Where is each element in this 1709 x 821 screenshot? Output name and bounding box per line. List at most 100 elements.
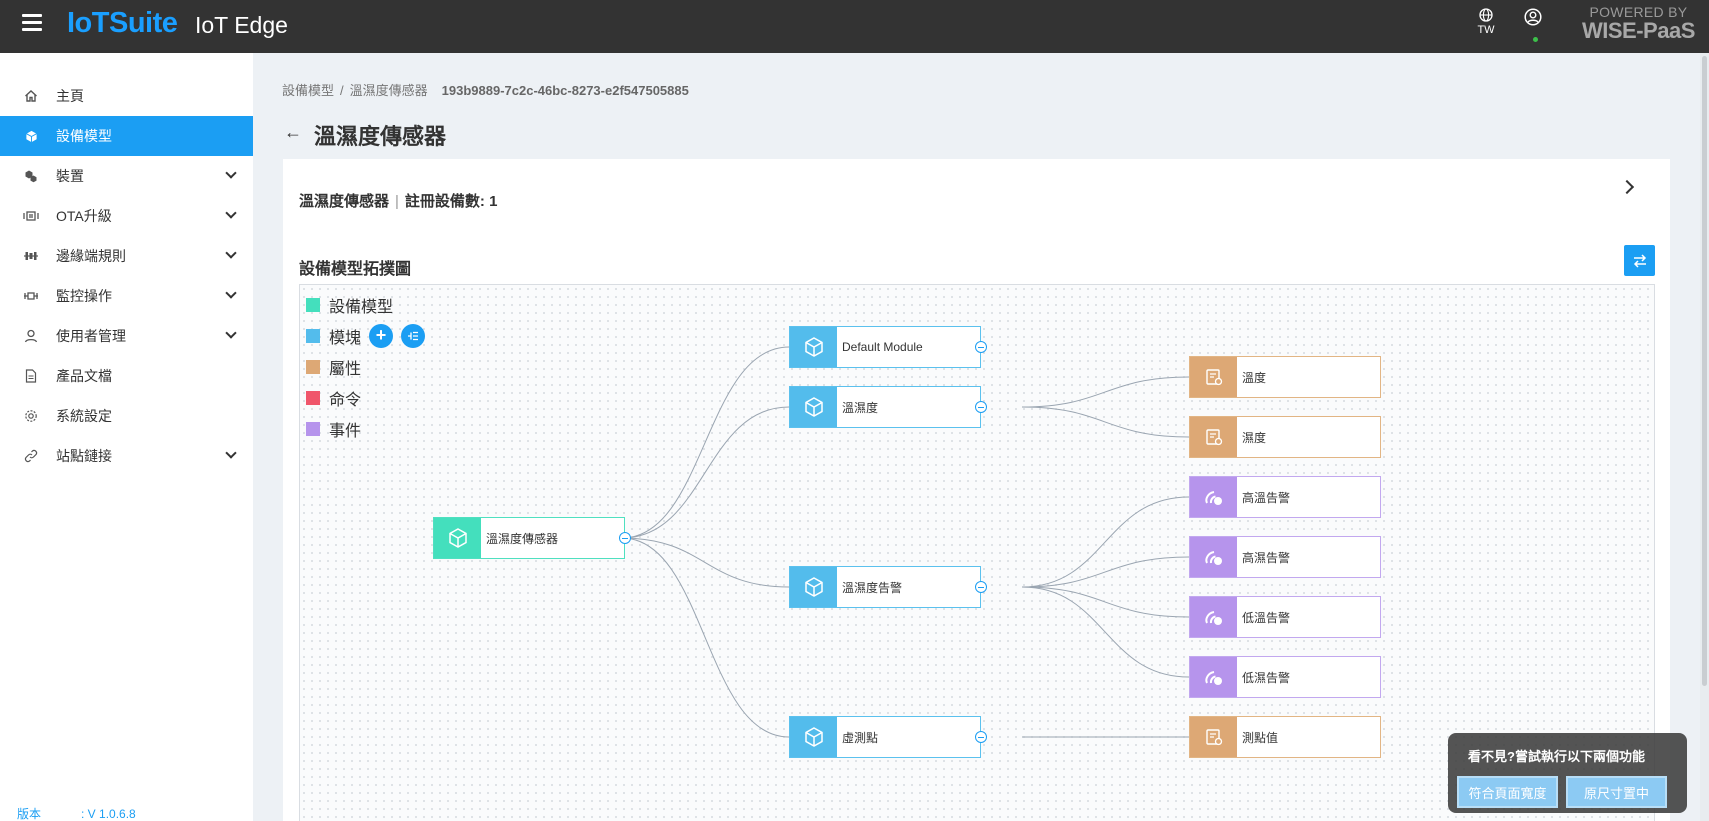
collapse-icon[interactable] xyxy=(619,532,631,544)
sidebar-item-label: 系統設定 xyxy=(56,408,112,424)
node-event-low-temp[interactable]: 低溫告警 xyxy=(1189,596,1381,638)
sidebar-item-label: 產品文檔 xyxy=(56,368,112,384)
node-property-measure[interactable]: 測點值 xyxy=(1189,716,1381,758)
node-label: 溫濕度告警 xyxy=(842,580,903,595)
sidebar-item-user-management[interactable]: 使用者管理 xyxy=(0,316,253,356)
event-icon xyxy=(1190,657,1237,697)
link-alarm-highhum xyxy=(1021,556,1190,588)
node-label: 濕度 xyxy=(1242,430,1267,445)
module-list-button[interactable] xyxy=(401,323,426,348)
node-device-model[interactable]: 溫濕度傳感器 xyxy=(433,517,631,559)
legend-item-property: 屬性 xyxy=(306,351,425,382)
monitor-icon xyxy=(23,288,39,304)
back-arrow-icon[interactable]: ← xyxy=(284,122,302,142)
sidebar-item-docs[interactable]: 產品文檔 xyxy=(0,356,253,396)
link-alarm-lowhum xyxy=(1021,586,1190,678)
sidebar-item-label: 邊緣端規則 xyxy=(56,248,126,264)
wise-paas-text: WISE-PaaS xyxy=(1582,18,1695,43)
event-icon xyxy=(1190,597,1237,637)
add-module-button[interactable]: + xyxy=(369,323,394,348)
node-label: 高溫告警 xyxy=(1242,490,1291,505)
node-module-default[interactable]: Default Module xyxy=(789,326,987,368)
chevron-right-icon[interactable] xyxy=(1619,179,1635,195)
link-temphum-hum xyxy=(1021,406,1190,438)
version-label: 版本 xyxy=(17,807,42,821)
event-icon xyxy=(1190,477,1237,517)
node-property-temperature[interactable]: 溫度 xyxy=(1189,356,1381,398)
document-icon xyxy=(23,368,39,384)
swap-layout-button[interactable] xyxy=(1624,245,1655,276)
sidebar-item-label: 裝置 xyxy=(56,168,84,184)
chevron-down-icon xyxy=(225,247,237,259)
property-icon xyxy=(1190,717,1237,757)
original-size-button[interactable]: 原尺寸置中 xyxy=(1566,776,1667,808)
legend-swatch xyxy=(306,328,320,343)
sidebar-item-edge-rules[interactable]: 邊緣端規則 xyxy=(0,236,253,276)
registered-count-label: 註冊設備數: xyxy=(404,193,485,210)
rules-icon xyxy=(23,248,39,264)
sidebar-item-label: 設備模型 xyxy=(56,128,112,144)
online-status-dot xyxy=(1532,37,1538,42)
breadcrumb-root[interactable]: 設備模型 xyxy=(282,83,335,98)
topology-legend: 設備模型 模塊 + 屬性 命令 事件 xyxy=(306,289,426,444)
sidebar-item-ota[interactable]: OTA升級 xyxy=(0,196,253,236)
home-icon xyxy=(23,88,39,104)
node-event-high-hum[interactable]: 高濕告警 xyxy=(1189,536,1381,578)
node-property-humidity[interactable]: 濕度 xyxy=(1189,416,1381,458)
collapse-icon[interactable] xyxy=(975,581,987,593)
property-icon xyxy=(1190,417,1237,457)
sidebar: 主頁 設備模型 裝置 OTA升級 邊緣端規則 監控操作 使用者管理 產品文檔 系… xyxy=(0,53,253,821)
user-circle-icon xyxy=(1524,8,1542,26)
list-tree-icon xyxy=(408,331,419,340)
legend-item-command: 命令 xyxy=(306,382,425,413)
sidebar-item-home[interactable]: 主頁 xyxy=(0,76,253,116)
version-info: 版本 : V 1.0.6.8 xyxy=(17,805,136,821)
node-label: 高濕告警 xyxy=(1242,550,1291,565)
chevron-down-icon xyxy=(225,327,237,339)
cube-icon xyxy=(434,518,481,558)
menu-icon[interactable] xyxy=(22,14,42,32)
node-event-high-temp[interactable]: 高溫告警 xyxy=(1189,476,1381,518)
sidebar-item-monitor[interactable]: 監控操作 xyxy=(0,276,253,316)
sidebar-item-device-model[interactable]: 設備模型 xyxy=(0,116,253,156)
collapse-icon[interactable] xyxy=(975,731,987,743)
powered-by-text: POWERED BY xyxy=(1589,4,1688,20)
link-alarm-lowtemp xyxy=(1021,586,1190,618)
link-temphum-temp xyxy=(1021,376,1190,408)
sidebar-item-site-links[interactable]: 站點鏈接 xyxy=(0,436,253,476)
node-label: 溫濕度 xyxy=(842,400,879,415)
language-label: TW xyxy=(1477,24,1495,36)
collapse-icon[interactable] xyxy=(975,401,987,413)
swap-icon xyxy=(1633,253,1646,268)
node-module-virtual[interactable]: 虛測點 xyxy=(789,716,987,758)
node-module-temphum[interactable]: 溫濕度 xyxy=(789,386,987,428)
property-icon xyxy=(1190,357,1237,397)
topology-canvas[interactable]: 設備模型 模塊 + 屬性 命令 事件 xyxy=(299,284,1655,821)
node-label: Default Module xyxy=(842,340,923,354)
node-label: 低溫告警 xyxy=(1242,610,1291,625)
cube-icon xyxy=(790,717,837,757)
sidebar-item-settings[interactable]: 系統設定 xyxy=(0,396,253,436)
model-name: 溫濕度傳感器 xyxy=(299,193,390,210)
registered-count-value: 1 xyxy=(489,193,498,210)
collapse-icon[interactable] xyxy=(975,341,987,353)
legend-item-event: 事件 xyxy=(306,413,425,444)
model-summary: 溫濕度傳感器|註冊設備數: 1 xyxy=(299,190,497,211)
sidebar-item-devices[interactable]: 裝置 xyxy=(0,156,253,196)
page-scrollbar-thumb[interactable] xyxy=(1702,56,1707,686)
globe-icon xyxy=(1479,8,1493,22)
node-module-alarm[interactable]: 溫濕度告警 xyxy=(789,566,987,608)
fit-width-button[interactable]: 符合頁面寬度 xyxy=(1457,776,1558,808)
version-value: : V 1.0.6.8 xyxy=(81,807,136,821)
cube-icon xyxy=(790,327,837,367)
user-menu[interactable] xyxy=(1524,8,1546,42)
brand-logo[interactable]: IoTSuite xyxy=(67,7,178,39)
language-switch[interactable]: TW xyxy=(1474,8,1498,36)
page-title: 溫濕度傳感器 xyxy=(314,124,447,149)
node-event-low-hum[interactable]: 低濕告警 xyxy=(1189,656,1381,698)
cube-icon xyxy=(790,387,837,427)
chevron-down-icon xyxy=(225,287,237,299)
cube-icon xyxy=(23,128,39,144)
sidebar-item-label: 站點鏈接 xyxy=(56,448,112,464)
